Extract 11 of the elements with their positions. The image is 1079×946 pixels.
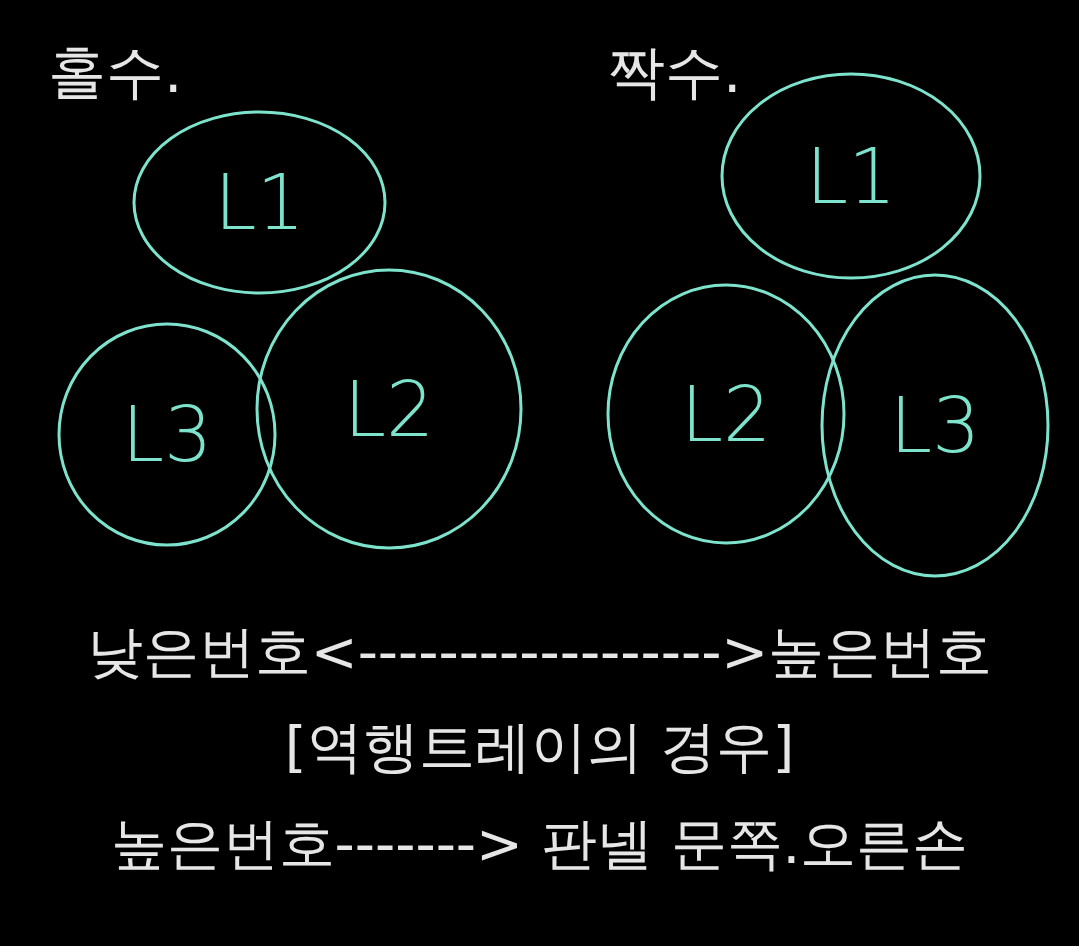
node-label: L2 bbox=[343, 364, 435, 454]
text-label: 높은번호-------> 판넬 문쪽.오른손 bbox=[110, 811, 969, 876]
node-label: L3 bbox=[889, 381, 981, 470]
node-label: L2 bbox=[680, 369, 772, 459]
text-label: 짝수. bbox=[607, 38, 742, 106]
node-label: L3 bbox=[121, 390, 213, 479]
node-label: L1 bbox=[805, 131, 897, 221]
text-label: 낮은번호<------------------>높은번호 bbox=[86, 619, 993, 684]
text-label: [역행트레이의 경우] bbox=[284, 714, 795, 779]
text-label: 홀수. bbox=[48, 38, 183, 106]
node-label: L1 bbox=[214, 158, 305, 247]
